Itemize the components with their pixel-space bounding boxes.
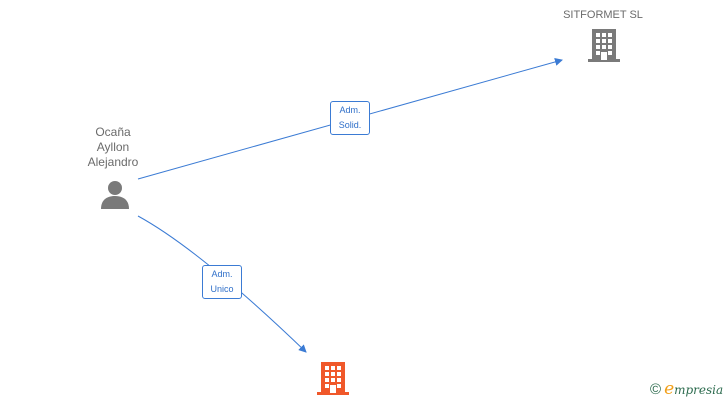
brand-initial: e [664,379,675,399]
copyright-icon: © [650,380,662,398]
brand-name: mpresia [674,383,724,397]
empresia-logo: © empresia [650,379,723,399]
person-name-label[interactable]: Ocaña Ayllon Alejandro [87,125,139,169]
building-icon[interactable] [588,28,620,62]
edge-label-adm-unico[interactable]: Adm. Unico [202,265,242,299]
person-icon[interactable] [100,180,130,210]
company-name-label[interactable]: SITFORMET SL [563,9,643,21]
edge-label-adm-solid[interactable]: Adm. Solid. [330,101,370,135]
building-icon[interactable] [317,361,349,395]
